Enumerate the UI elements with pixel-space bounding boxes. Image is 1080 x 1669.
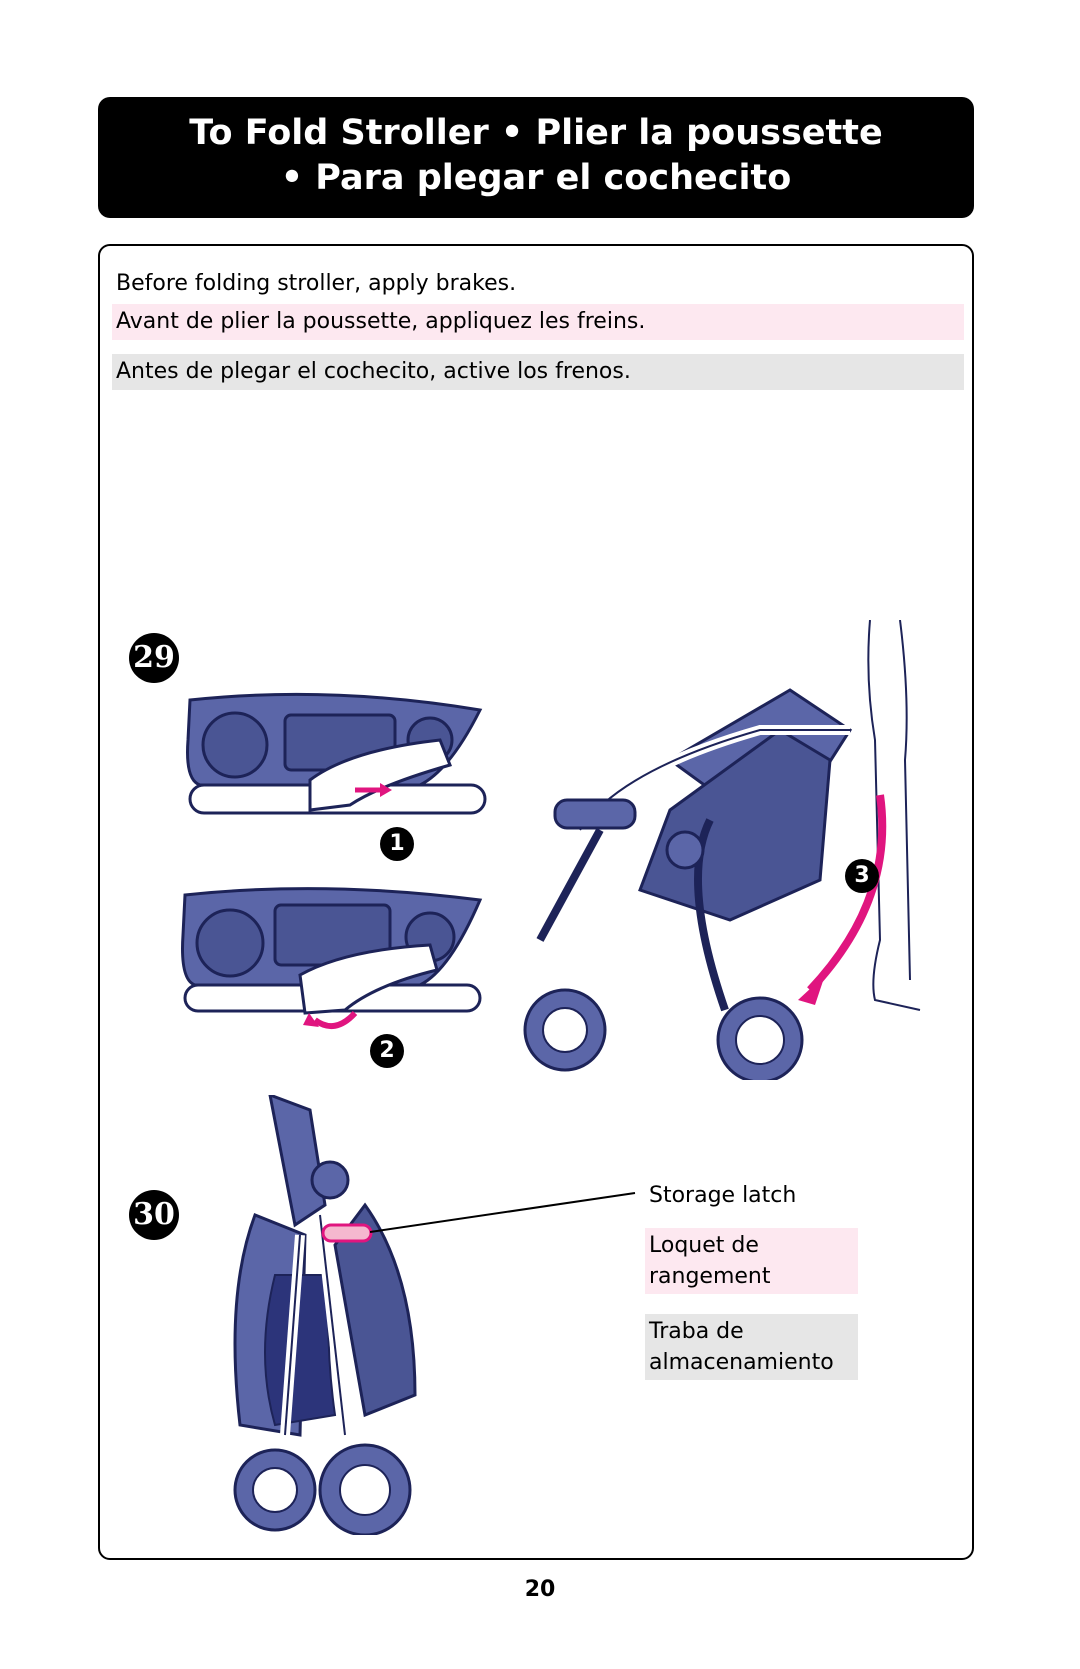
latch-label-english: Storage latch (649, 1183, 797, 1208)
tray-release-illustration-1 (186, 692, 487, 815)
latch-label-spanish: Traba de almacenamiento (645, 1314, 858, 1380)
substep-3-marker: 3 (845, 859, 879, 893)
header-title-line2: • Para plegar el cochecito (280, 158, 792, 198)
step-number-29: 29 (129, 633, 179, 683)
substep-2-marker: 2 (370, 1034, 404, 1068)
intro-english: Before folding stroller, apply brakes. (116, 271, 517, 296)
latch-pointer-line (370, 1192, 636, 1233)
latch-label-french: Loquet de rangement (645, 1228, 858, 1294)
instruction-panel (98, 244, 974, 1560)
substep-1-marker: 1 (380, 827, 414, 861)
stroller-folding-illustration (523, 620, 921, 1080)
folded-stroller-illustration (233, 1095, 417, 1535)
intro-spanish: Antes de plegar el cochecito, active los… (112, 354, 964, 390)
page-header: To Fold Stroller • Plier la poussette • … (98, 97, 974, 218)
tray-release-illustration-2 (181, 887, 483, 1030)
header-title-line1: To Fold Stroller • Plier la poussette (189, 113, 883, 153)
intro-french: Avant de plier la poussette, appliquez l… (112, 304, 964, 340)
step-number-30: 30 (129, 1190, 179, 1240)
page-number: 20 (524, 1577, 556, 1602)
